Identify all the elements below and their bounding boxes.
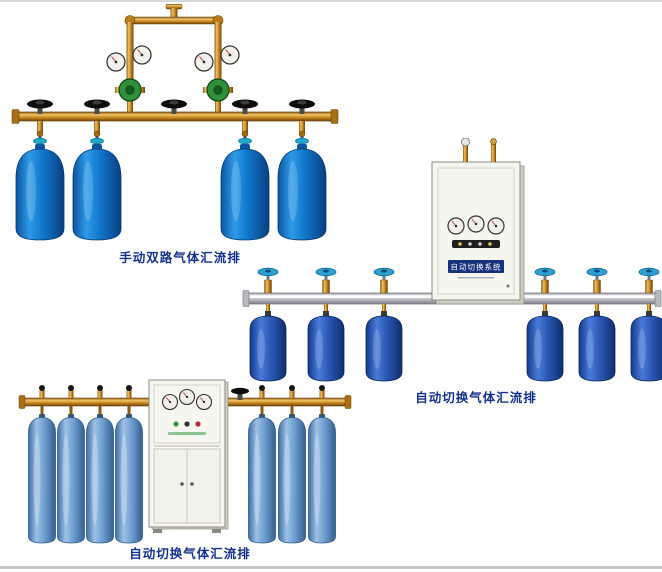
cylinder-connector [33,120,47,151]
product-image-auto-switch-wall: 自动切换系统 [242,138,662,382]
floor-cabinet [148,379,229,533]
pressure-gauge [106,52,126,72]
cabinet-label: 自动切换系统 [451,262,502,272]
gas-cylinder [278,414,306,544]
cylinder-valve [373,267,395,316]
gas-cylinder [365,310,403,382]
pressure-gauge [487,217,505,235]
pressure-gauge [467,215,485,233]
gas-cylinder [248,414,276,544]
pressure-gauge [195,393,213,411]
control-cabinet: 自动切换系统 [431,161,525,305]
product-1-caption: 手动双路气体汇流排 [119,250,241,265]
gas-cylinder [578,310,616,382]
pressure-gauge [132,45,152,65]
gas-cylinder [15,148,65,241]
cylinder-connector [90,120,104,151]
gas-cylinder [249,310,287,382]
product-image-auto-switch-floor [18,379,352,544]
product-image-manual-dual-manifold [11,4,339,241]
gas-regulator [114,78,146,113]
cylinder-valve [257,267,279,316]
gas-cylinder [526,310,564,382]
gas-regulator [202,78,234,113]
gas-cylinder [630,310,662,382]
cylinder-valve [534,267,556,316]
pressure-gauge [178,388,196,406]
pressure-gauge [220,45,240,65]
top-border [0,0,662,2]
gas-cylinder [307,310,345,382]
product-3-caption: 自动切换气体汇流排 [129,546,251,561]
pressure-gauge [161,393,179,411]
pressure-gauge [447,217,465,235]
cylinder-valve [315,267,337,316]
cabinet-inlet-valves [461,138,497,162]
pressure-gauge [194,52,214,72]
gas-cylinder [57,414,85,544]
product-2-caption: 自动切换气体汇流排 [415,390,537,405]
gas-cylinder [115,414,143,544]
cylinder-valve [586,267,608,316]
gas-cylinder [72,148,122,241]
gas-cylinder [86,414,114,544]
inlet-header-pipes [124,4,224,80]
gas-cylinder [28,414,56,544]
bottom-border [0,566,662,569]
gas-cylinder [308,414,336,544]
